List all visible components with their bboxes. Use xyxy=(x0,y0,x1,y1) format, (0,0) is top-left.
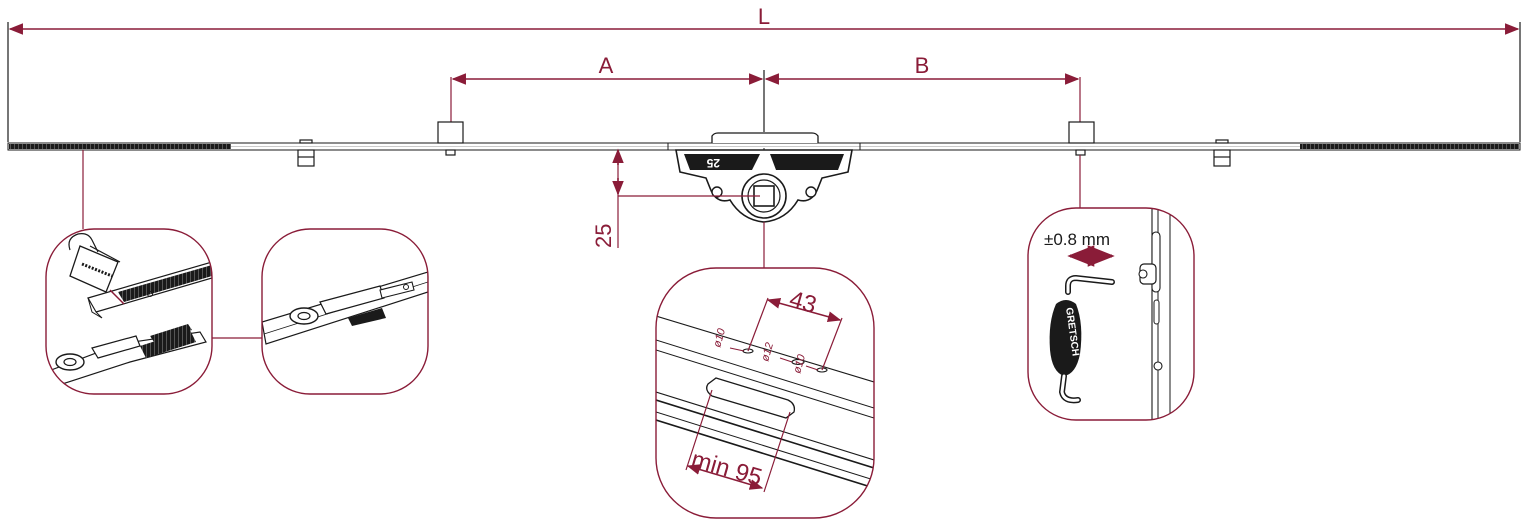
dimension-b-label: B xyxy=(915,53,930,78)
hole-3-label: ø10 xyxy=(791,352,808,374)
detail-cutting xyxy=(45,228,213,395)
spacing-43-label: 43 xyxy=(786,286,819,319)
locking-cam-left xyxy=(437,121,464,156)
guide-clip-right xyxy=(1213,139,1231,167)
leader-lines xyxy=(82,150,1081,339)
locking-cam-right xyxy=(1068,121,1095,156)
dimension-a-label: A xyxy=(599,53,614,78)
tolerance-label: ±0.8 mm xyxy=(1044,230,1110,249)
gearbox-marking: 25 xyxy=(706,156,720,170)
dimension-backset: 25 xyxy=(591,148,760,248)
dimension-l-label: L xyxy=(758,4,770,29)
dimension-25-label: 25 xyxy=(591,224,616,248)
dimension-overall-length: L xyxy=(7,4,1521,142)
min-95-label: min 95 xyxy=(688,446,765,492)
guide-clip-left xyxy=(297,139,315,167)
gearbox: 25 xyxy=(675,132,853,223)
right-toothed-end xyxy=(1300,144,1519,149)
detail-hole-pattern: 43 min 95 ø10 ø12 ø10 xyxy=(655,267,875,519)
dimension-a: A xyxy=(450,53,764,122)
hole-2-label: ø12 xyxy=(759,341,776,363)
left-toothed-end xyxy=(9,144,231,149)
detail-adjustment: GRETSCH ±0.8 mm xyxy=(1027,207,1195,421)
hex-key-icon: GRETSCH xyxy=(1049,274,1115,404)
detail-assembled xyxy=(261,228,429,395)
dimension-b: B xyxy=(763,53,1081,132)
hacksaw-icon xyxy=(68,233,121,293)
hole-1-label: ø10 xyxy=(711,326,728,348)
